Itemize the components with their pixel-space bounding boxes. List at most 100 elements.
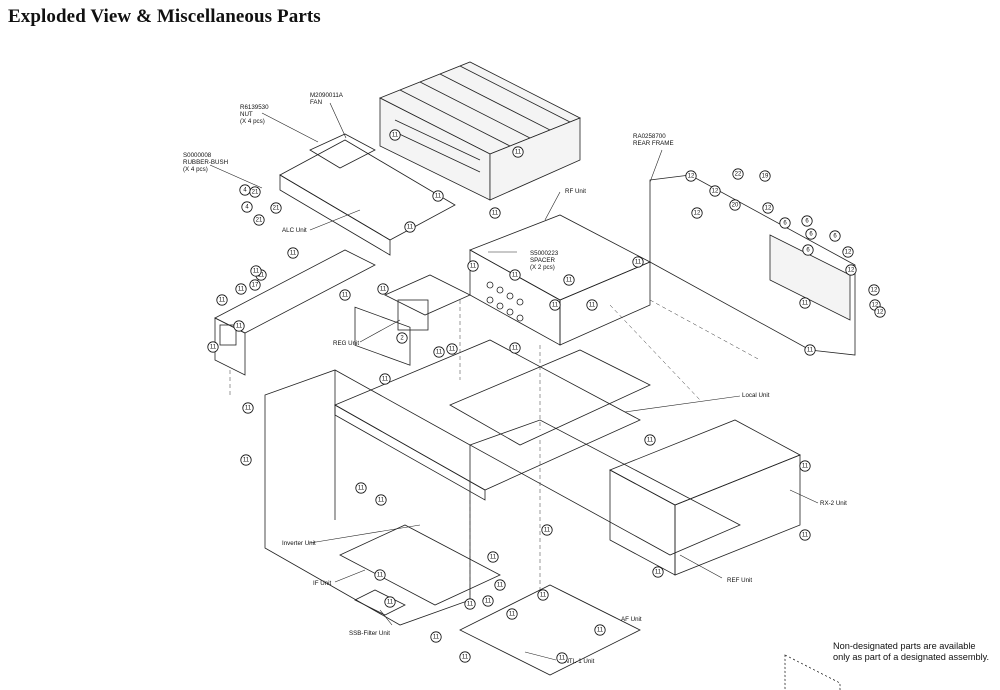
callout-number: 11: [378, 497, 385, 503]
callout-number: 11: [253, 268, 260, 274]
callout-screw-29: 11: [430, 631, 442, 643]
callout-screw-15: 11: [563, 274, 575, 286]
callout-screw-11: 11: [250, 265, 262, 277]
callout-screw-24: 11: [375, 494, 387, 506]
availability-note-line-1: Non-designated parts are available: [833, 641, 976, 651]
rear-frame-label-name: REAR FRAME: [633, 140, 674, 147]
callout-number: 11: [236, 323, 243, 329]
callout-number: 12: [877, 309, 884, 315]
callout-number: 6: [809, 231, 813, 237]
inverter-unit-label: Inverter Unit: [282, 540, 316, 547]
callout-number: 11: [540, 592, 547, 598]
callout-washer-48: 12: [762, 202, 774, 214]
callout-number: 11: [467, 601, 474, 607]
callout-screw-13: 11: [509, 269, 521, 281]
callout-number: 11: [597, 627, 604, 633]
callout-number: 11: [655, 569, 662, 575]
callout-part4-57: 4: [241, 201, 253, 213]
callout-number: 11: [358, 485, 365, 491]
rear-frame-label-code: RA0258700: [633, 133, 666, 140]
callout-screw-38: 11: [644, 434, 656, 446]
callout-number: 11: [392, 132, 399, 138]
callout-number: 11: [509, 611, 516, 617]
callout-number: 12: [765, 205, 772, 211]
rubber-bush-label-code: S0000008: [183, 152, 212, 159]
callout-number: 11: [433, 634, 440, 640]
reg-unit: [384, 274, 471, 331]
callout-number: 19: [762, 173, 769, 179]
af-unit-label: AF Unit: [621, 616, 642, 623]
assembly-guide-lines: [229, 299, 761, 600]
reg-unit-label: REG Unit: [333, 340, 359, 347]
callout-number: 11: [566, 277, 573, 283]
rubber-bush-label-qty: (X 4 pcs): [183, 166, 208, 173]
callout-number: 11: [807, 347, 814, 353]
callout-number: 11: [802, 532, 809, 538]
callout-number: 11: [219, 297, 226, 303]
heat-sink: [379, 61, 581, 201]
callout-number: 12: [712, 188, 719, 194]
callout-number: 11: [380, 286, 387, 292]
callout-screw-45: 11: [377, 283, 389, 295]
callout-screw-44: 11: [556, 652, 568, 664]
callout-number: 21: [252, 189, 259, 195]
callout-number: 11: [387, 599, 394, 605]
callout-number: 11: [497, 582, 504, 588]
callout-number: 6: [833, 233, 837, 239]
callout-washer-47: 12: [709, 185, 721, 197]
callout-screw-25: 11: [487, 551, 499, 563]
callout-number: 11: [290, 250, 297, 256]
callout-number: 17: [252, 282, 259, 288]
callout-screw-36: 11: [799, 460, 811, 472]
callout-screw-4: 11: [489, 207, 501, 219]
callout-screw-14: 11: [632, 256, 644, 268]
callout-washer-49: 12: [691, 207, 703, 219]
callout-number: 6: [783, 220, 787, 226]
left-side-bracket: [214, 249, 376, 376]
fan-bracket: [279, 133, 456, 366]
callout-part22-66: 22: [732, 168, 744, 180]
nut-label-code: R6139530: [240, 104, 269, 111]
callout-part19-67: 19: [759, 170, 771, 182]
callout-screw-3: 11: [404, 221, 416, 233]
local-unit-label: Local Unit: [742, 392, 770, 399]
callout-number: 11: [485, 598, 492, 604]
callout-number: 11: [802, 300, 809, 306]
rf-unit-shield: [469, 214, 651, 346]
callout-screw-12: 11: [467, 260, 479, 272]
availability-note: Non-designated parts are available only …: [833, 641, 989, 663]
spacer-label-qty: (X 2 pcs): [530, 264, 555, 271]
callout-screw-40: 11: [804, 344, 816, 356]
callout-number: 11: [243, 457, 250, 463]
callout-number: 11: [512, 345, 519, 351]
rx2-unit-label: RX-2 Unit: [820, 500, 847, 507]
callout-number: 21: [256, 217, 263, 223]
callout-number: 12: [871, 287, 878, 293]
callout-number: 11: [490, 554, 497, 560]
callout-part6-59: 6: [801, 215, 813, 227]
callout-number: 11: [238, 286, 245, 292]
callout-number: 11: [470, 263, 477, 269]
callout-screw-33: 11: [494, 579, 506, 591]
callout-screw-21: 11: [242, 402, 254, 414]
callout-number: 11: [515, 149, 522, 155]
callout-number: 4: [245, 204, 249, 210]
callout-part21-65: 21: [253, 214, 265, 226]
callout-number: 6: [805, 218, 809, 224]
callout-screw-9: 11: [233, 320, 245, 332]
callout-number: 11: [258, 272, 265, 278]
callout-number: 11: [449, 346, 456, 352]
callout-screw-7: 11: [235, 283, 247, 295]
callout-number: 11: [407, 224, 414, 230]
callout-screw-43: 11: [374, 569, 386, 581]
callout-part20-68: 20: [729, 199, 741, 211]
callout-number: 11: [552, 302, 559, 308]
callout-part6-60: 6: [805, 228, 817, 240]
callout-screw-2: 11: [432, 190, 444, 202]
callout-number: 11: [589, 302, 596, 308]
spacer-label-code: S5000223: [530, 250, 559, 257]
part-labels: R6139530 NUT (X 4 pcs) M2090011A FAN S00…: [183, 92, 847, 665]
callout-screw-10: 11: [207, 341, 219, 353]
alc-unit-label: ALC Unit: [282, 227, 307, 234]
